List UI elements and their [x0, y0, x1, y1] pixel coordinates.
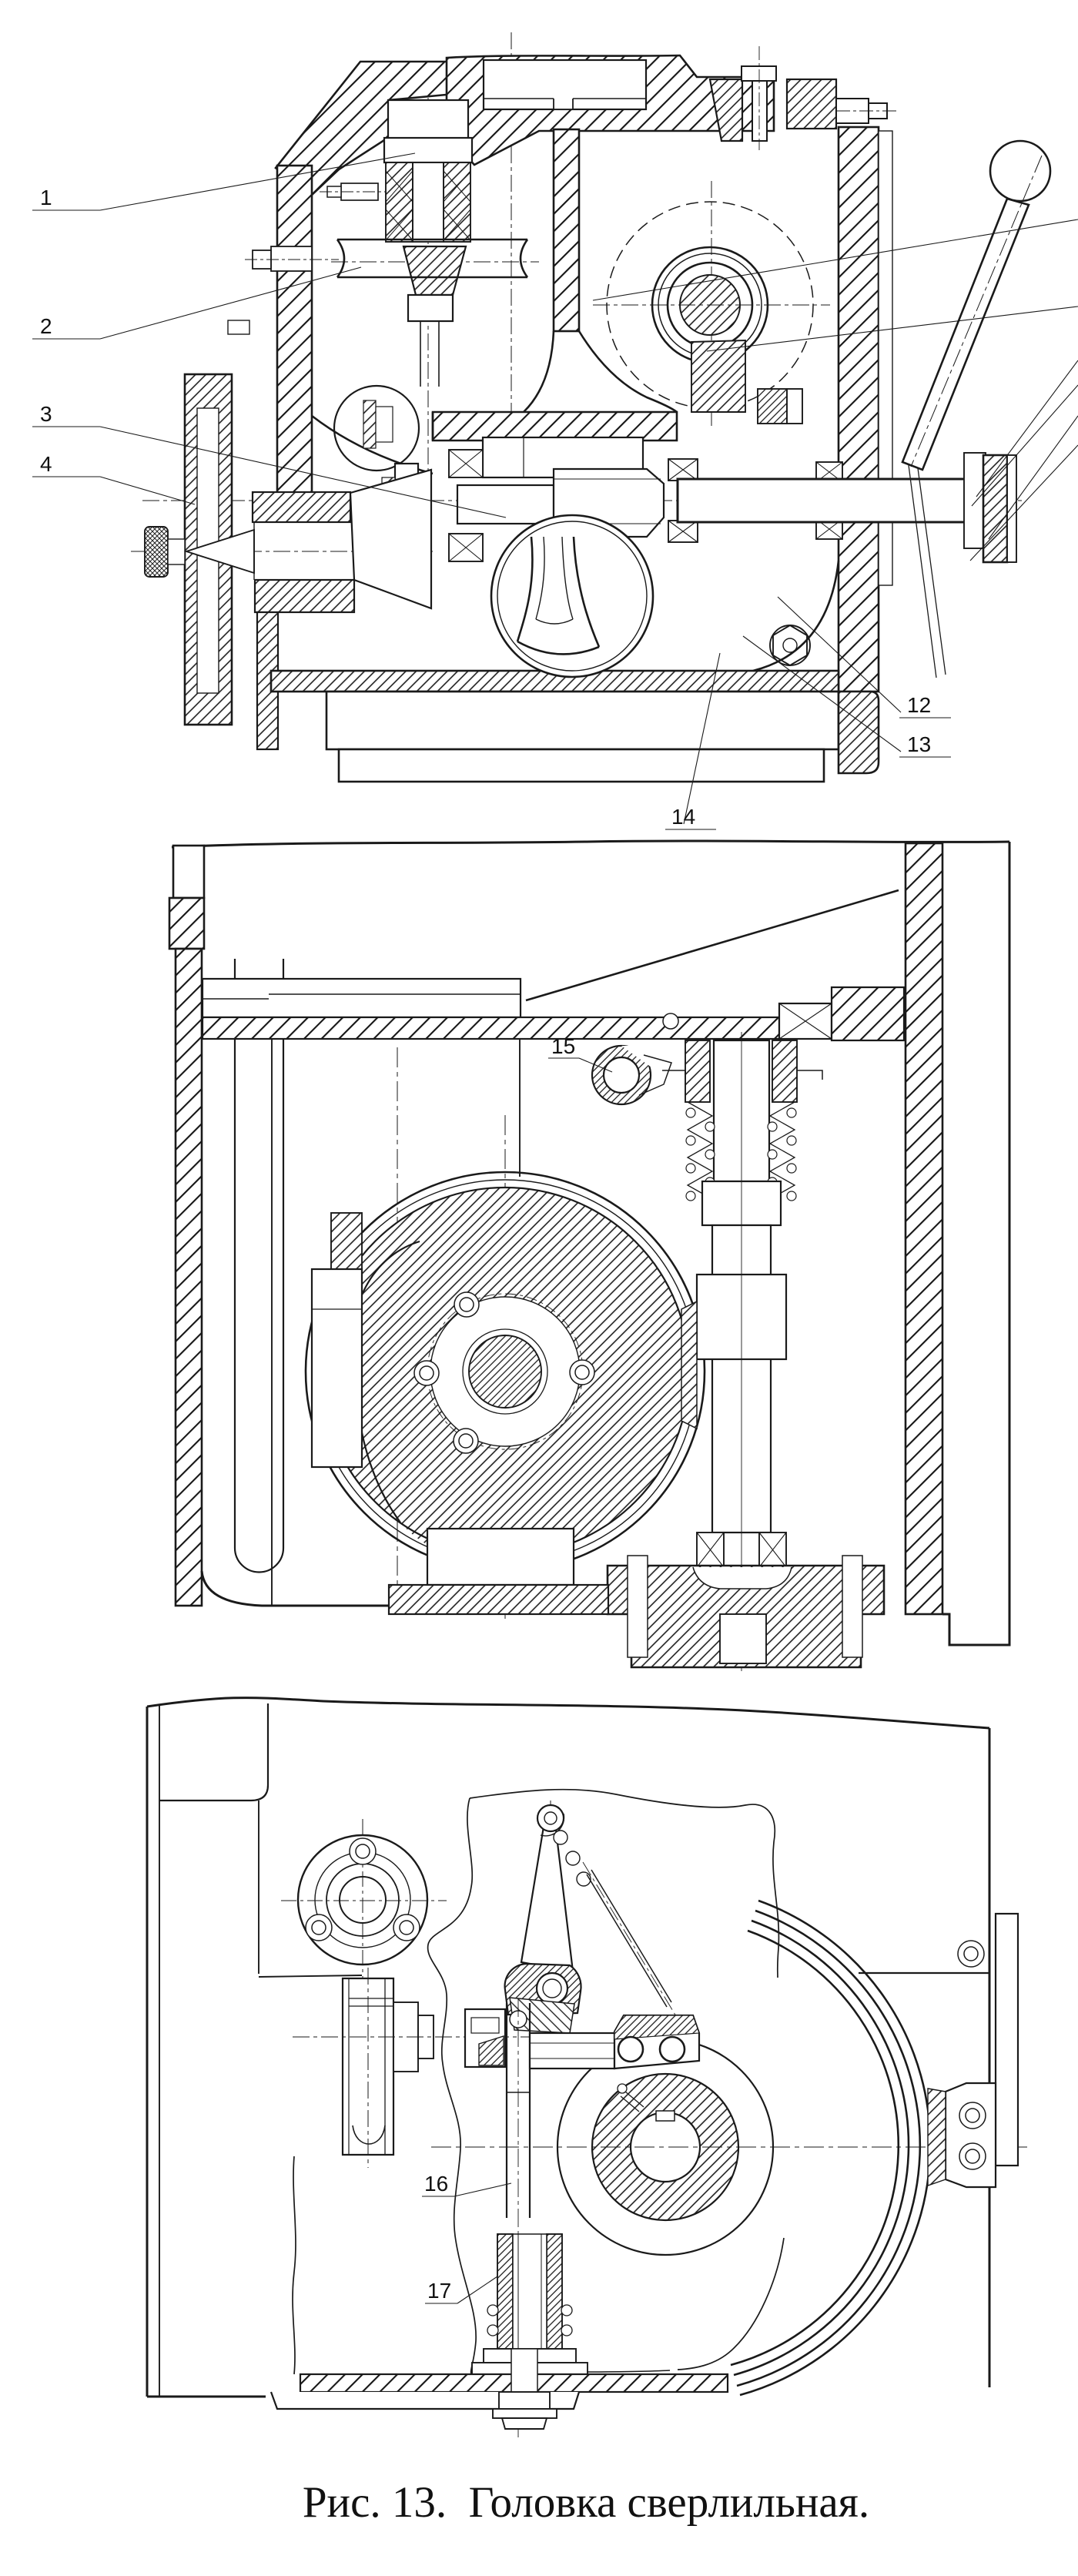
svg-text:Рис. 13. Головка сверлильная.: Рис. 13. Головка сверлильная.	[303, 2478, 869, 2527]
svg-text:1: 1	[40, 186, 52, 209]
svg-text:4: 4	[40, 452, 52, 476]
svg-text:12: 12	[907, 693, 931, 717]
svg-text:2: 2	[40, 314, 52, 338]
svg-text:15: 15	[551, 1034, 575, 1058]
svg-text:3: 3	[40, 402, 52, 426]
svg-text:17: 17	[427, 2279, 451, 2303]
svg-text:13: 13	[907, 732, 931, 756]
svg-text:16: 16	[424, 2172, 448, 2196]
svg-text:14: 14	[671, 805, 695, 829]
